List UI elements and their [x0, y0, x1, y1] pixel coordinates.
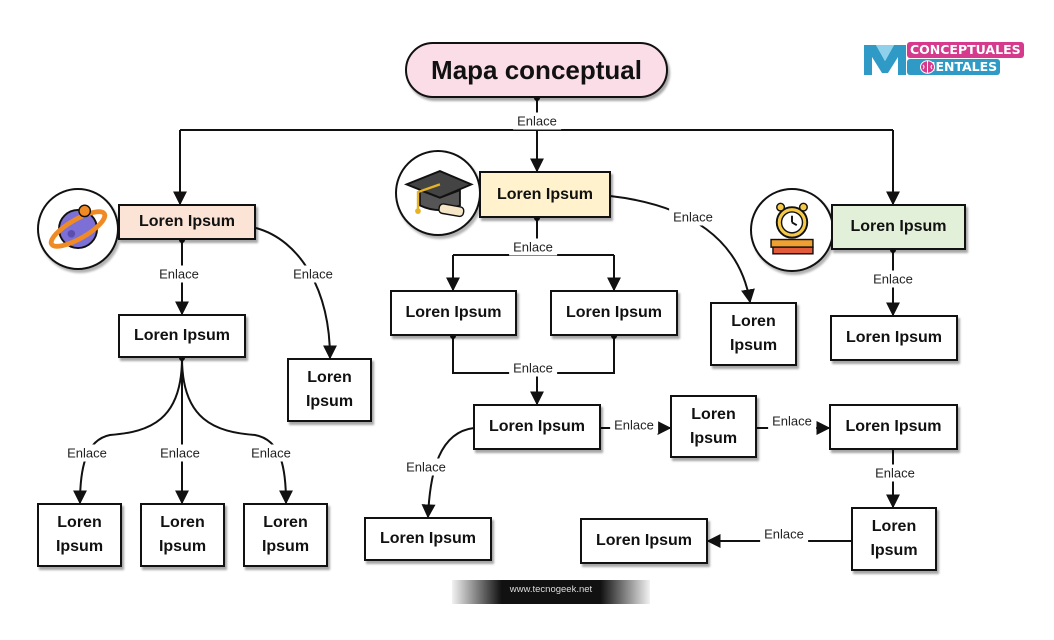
node-left-main: Loren Ipsum — [118, 204, 256, 240]
link-label: Enlace — [760, 525, 808, 543]
link-label: Enlace — [509, 359, 557, 377]
graduation-cap-icon — [403, 170, 474, 218]
brand-logo: CONCEPTUALES MENTALES — [862, 41, 1024, 77]
page-title: Mapa conceptual — [405, 42, 668, 98]
node-right-a: Loren Ipsum — [830, 315, 958, 361]
link-label: Enlace — [155, 265, 203, 283]
node-center-d: Loren Ipsum — [473, 404, 601, 450]
node-center-b: Loren Ipsum — [550, 290, 678, 336]
footer-watermark: www.tecnogeek.net — [452, 580, 650, 604]
graduation-circle — [395, 150, 481, 236]
link-label: Enlace — [669, 208, 717, 226]
node-right-main: Loren Ipsum — [831, 204, 966, 250]
logo-m-icon — [864, 45, 906, 75]
link-label: Enlace — [402, 458, 450, 476]
node-left-c: Loren Ipsum — [37, 503, 122, 567]
link-label: Enlace — [869, 270, 917, 288]
alarm-clock-icon — [770, 202, 814, 255]
brain-icon — [920, 60, 935, 74]
clock-circle — [750, 188, 834, 272]
node-left-e: Loren Ipsum — [243, 503, 328, 567]
link-label: Enlace — [509, 238, 557, 256]
node-center-f: Loren Ipsum — [670, 395, 757, 458]
node-center-a: Loren Ipsum — [390, 290, 517, 336]
link-label: Enlace — [871, 464, 919, 482]
node-left-a: Loren Ipsum — [118, 314, 246, 358]
node-center-g: Loren Ipsum — [829, 404, 958, 450]
link-label: Enlace — [289, 265, 337, 283]
node-center-i: Loren Ipsum — [580, 518, 708, 564]
node-center-e: Loren Ipsum — [364, 517, 492, 561]
logo-line1: CONCEPTUALES — [907, 42, 1024, 58]
planet-icon — [48, 204, 108, 249]
node-left-d: Loren Ipsum — [140, 503, 225, 567]
link-label: Enlace — [768, 412, 816, 430]
node-center-h: Loren Ipsum — [851, 507, 937, 571]
node-center-main: Loren Ipsum — [479, 171, 611, 218]
link-label: Enlace — [247, 444, 295, 462]
node-center-c: Loren Ipsum — [710, 302, 797, 366]
link-label: Enlace — [63, 444, 111, 462]
planet-circle — [37, 188, 119, 270]
link-label: Enlace — [156, 444, 204, 462]
node-left-b: Loren Ipsum — [287, 358, 372, 422]
link-label: Enlace — [610, 416, 658, 434]
link-label: Enlace — [513, 112, 561, 130]
